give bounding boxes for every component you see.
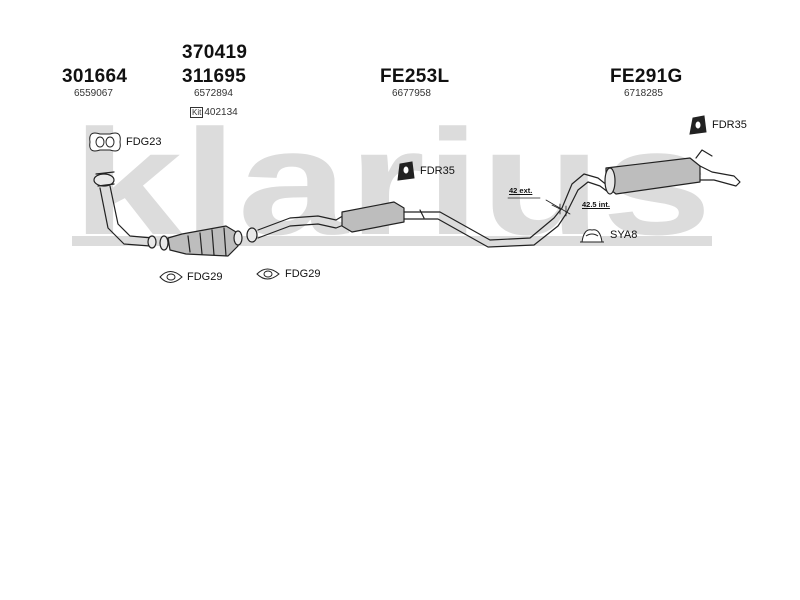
label-fdr35-mid: FDR35 xyxy=(420,165,455,177)
part-number-370419: 370419 xyxy=(182,42,248,63)
oe-number: 6718285 xyxy=(624,88,663,99)
rubber-mount-icon xyxy=(397,161,415,181)
rubber-mount-icon xyxy=(689,115,707,135)
part-number-fe253l: FE253L xyxy=(380,66,450,87)
kit-number-text: 402134 xyxy=(204,107,238,119)
part-number-fe291g: FE291G xyxy=(610,66,683,87)
dimension-int: 42.5 int. xyxy=(582,200,610,209)
label-fdg23: FDG23 xyxy=(126,136,162,148)
label-fdg29-b: FDG29 xyxy=(285,268,321,280)
watermark-underline xyxy=(72,236,712,246)
kit-badge: Kit xyxy=(190,107,204,118)
gasket-icon xyxy=(256,268,280,280)
clamp-icon xyxy=(580,229,604,243)
dimension-markers xyxy=(507,197,571,217)
gasket-icon xyxy=(159,271,183,283)
oe-number: 6572894 xyxy=(194,88,233,99)
gasket-icon xyxy=(89,132,121,152)
label-sya8: SYA8 xyxy=(610,229,638,241)
label-fdg29-a: FDG29 xyxy=(187,271,223,283)
rear-silencer xyxy=(561,149,741,215)
oe-number: 6677958 xyxy=(392,88,431,99)
catalytic-converter xyxy=(159,225,243,257)
label-fdr35-right: FDR35 xyxy=(712,119,747,131)
oe-number: 6559067 xyxy=(74,88,113,99)
part-number-311695: 311695 xyxy=(182,66,247,87)
middle-silencer-section xyxy=(246,201,567,248)
dimension-ext: 42 ext. xyxy=(509,186,533,195)
part-number-301664: 301664 xyxy=(62,66,128,87)
front-downpipe xyxy=(93,171,157,249)
